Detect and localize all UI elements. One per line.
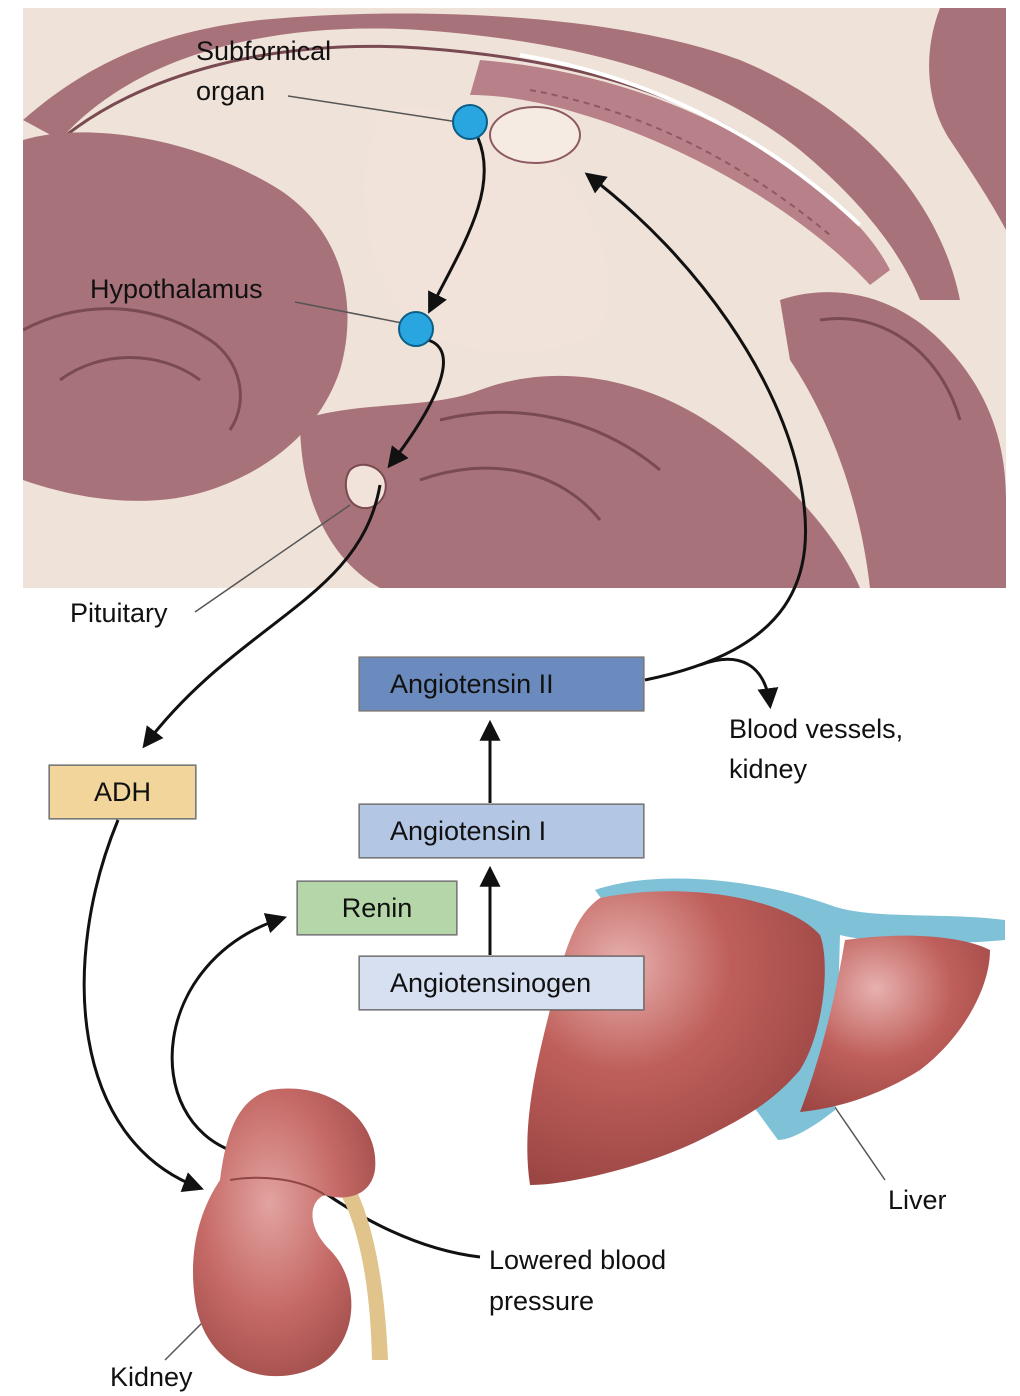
arrow-angiotensin-ii-to-blood-vessels bbox=[700, 659, 770, 705]
label-kidney: Kidney bbox=[110, 1358, 193, 1396]
angiotensin-i-box: Angiotensin I bbox=[359, 804, 644, 858]
adh-box: ADH bbox=[49, 765, 196, 819]
label-liver: Liver bbox=[888, 1181, 947, 1219]
label-lowered-blood-pressure-line2: pressure bbox=[489, 1282, 594, 1320]
renin-box: Renin bbox=[297, 881, 457, 935]
label-blood-vessels-line2: kidney bbox=[729, 750, 807, 788]
angiotensin-ii-box: Angiotensin II bbox=[359, 657, 644, 711]
hypothalamus-node bbox=[399, 312, 433, 346]
label-lowered-blood-pressure-line1: Lowered blood bbox=[489, 1241, 666, 1279]
label-hypothalamus: Hypothalamus bbox=[90, 270, 263, 308]
label-subfornical-organ-line2: organ bbox=[196, 72, 265, 110]
subfornical-node bbox=[453, 105, 487, 139]
liver-illustration bbox=[527, 878, 1005, 1185]
label-pituitary: Pituitary bbox=[70, 594, 168, 632]
angiotensinogen-box: Angiotensinogen bbox=[359, 956, 644, 1010]
kidney-illustration bbox=[193, 1088, 388, 1376]
label-subfornical-organ-line1: Subfornical bbox=[196, 32, 331, 70]
label-blood-vessels-line1: Blood vessels, bbox=[729, 710, 903, 748]
